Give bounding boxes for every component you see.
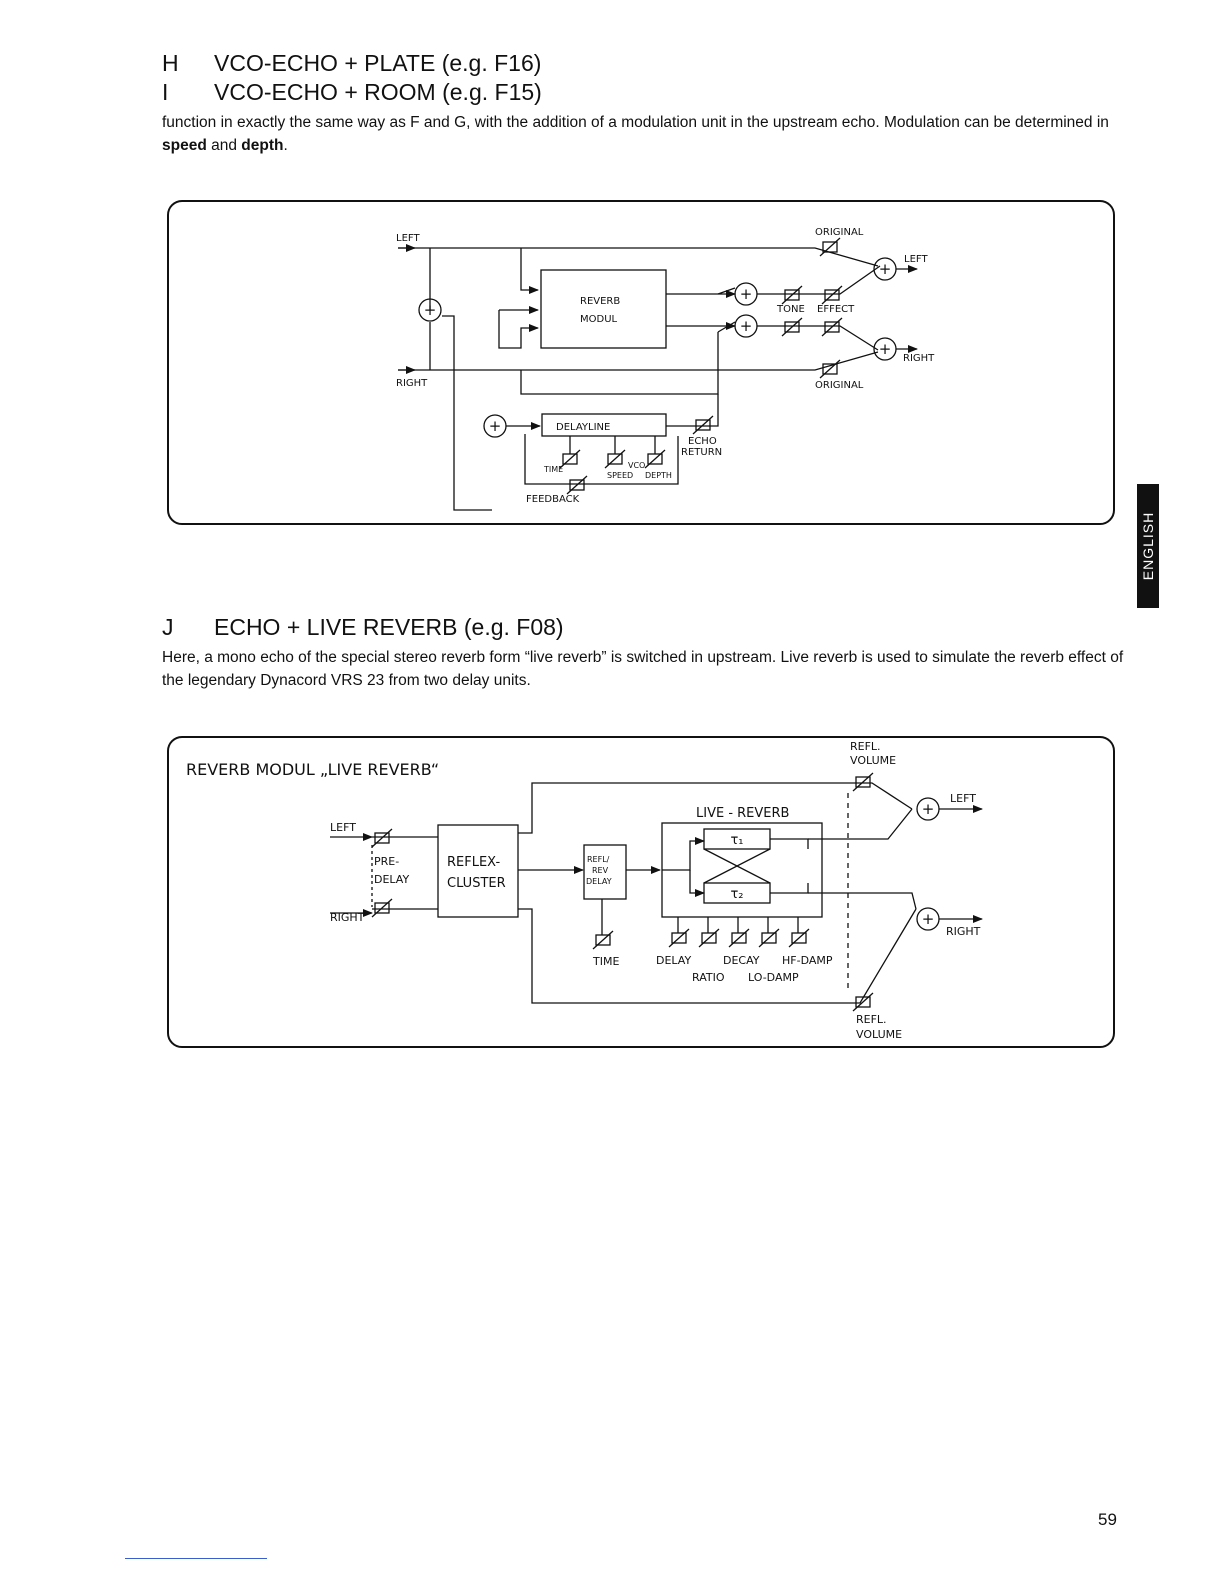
d1-speed: SPEED — [607, 471, 633, 480]
d1-return: RETURN — [681, 447, 722, 458]
d2-cluster: CLUSTER — [447, 876, 506, 891]
d1-out-left: LEFT — [904, 254, 928, 265]
d2-refl-bottom-1: REFL. — [856, 1013, 887, 1026]
d2-refl-top-1: REFL. — [850, 740, 881, 753]
d2-left: LEFT — [330, 821, 356, 834]
d2-tau2: τ₂ — [730, 887, 743, 902]
d2-title: REVERB MODUL „LIVE REVERB“ — [186, 760, 439, 779]
svg-text:+: + — [424, 301, 437, 319]
svg-text:+: + — [740, 317, 753, 335]
footer-rule — [125, 1558, 267, 1559]
d2-delay-knob: DELAY — [656, 954, 691, 967]
d1-delayline: DELAYLINE — [556, 422, 610, 433]
d2-reflex: REFLEX- — [447, 855, 500, 870]
paragraph-j: Here, a mono echo of the special stereo … — [162, 649, 1124, 689]
d2-ratio: RATIO — [692, 971, 725, 984]
d2-refl-rev-2: REV — [592, 866, 609, 875]
d2-out-left: LEFT — [950, 792, 976, 805]
d1-reverb-line1: REVERB — [580, 296, 620, 307]
d2-lo-damp: LO-DAMP — [748, 971, 799, 984]
svg-text:+: + — [879, 340, 892, 358]
svg-text:+: + — [740, 285, 753, 303]
d2-refl-rev-1: REFL/ — [587, 855, 610, 864]
d1-feedback: FEEDBACK — [526, 494, 580, 505]
d1-right-label: RIGHT — [396, 378, 428, 389]
d1-echo: ECHO — [688, 436, 717, 447]
paragraph-hi: function in exactly the same way as F an… — [162, 114, 1109, 154]
d1-vco: VCO — [628, 461, 645, 470]
language-tab: ENGLISH — [1137, 484, 1159, 608]
page-number: 59 — [1098, 1510, 1117, 1529]
d2-delay: DELAY — [374, 873, 409, 886]
svg-text:+: + — [879, 260, 892, 278]
d2-out-right: RIGHT — [946, 925, 981, 938]
svg-text:+: + — [489, 417, 502, 435]
d2-decay: DECAY — [723, 954, 760, 967]
d2-pre: PRE- — [374, 855, 399, 868]
d2-refl-rev-3: DELAY — [586, 877, 612, 886]
diagram-live-reverb: REVERB MODUL „LIVE REVERB“ REFL. VOLUME … — [160, 733, 1122, 1053]
d1-tone: TONE — [776, 304, 805, 315]
d2-right: RIGHT — [330, 911, 365, 924]
d1-original-bottom: ORIGINAL — [815, 380, 864, 391]
d2-live-reverb: LIVE - REVERB — [696, 806, 789, 821]
d1-effect: EFFECT — [817, 304, 855, 315]
d2-time: TIME — [592, 955, 619, 968]
d2-refl-top-2: VOLUME — [850, 754, 896, 767]
d2-refl-bottom-2: VOLUME — [856, 1028, 902, 1041]
d1-original-top: ORIGINAL — [815, 227, 864, 238]
svg-text:+: + — [922, 800, 935, 818]
d2-tau1: τ₁ — [730, 833, 743, 848]
d2-hf-damp: HF-DAMP — [782, 954, 833, 967]
d1-out-right: RIGHT — [903, 353, 935, 364]
d1-left-label: LEFT — [396, 233, 420, 244]
d1-time: TIME — [543, 465, 563, 474]
diagram-vco-echo: LEFT RIGHT ORIGINAL ORIGINAL LEFT RIGHT … — [160, 198, 1122, 534]
d1-reverb-line2: MODUL — [580, 314, 618, 325]
d1-depth: DEPTH — [645, 471, 672, 480]
svg-text:+: + — [922, 910, 935, 928]
